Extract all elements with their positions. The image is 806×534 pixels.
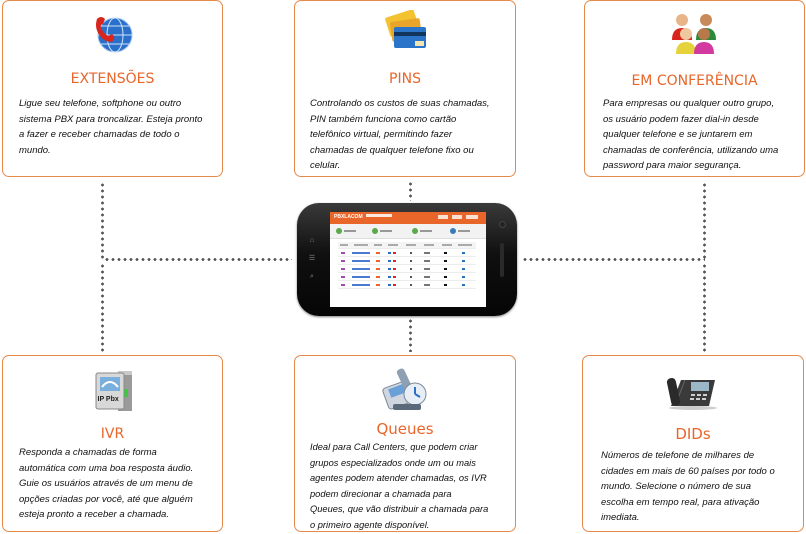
desc-line: cidades em mais de 60 países por todo o [601, 465, 775, 477]
screen-menu-item [452, 215, 462, 219]
screen-header: PBXLACOM [330, 212, 486, 224]
screen-tab-icon [450, 228, 456, 234]
home-button-icon: ⌂ [309, 237, 315, 244]
card-description: Ideal para Call Centers, que podem criar… [310, 440, 507, 533]
card-pins: PINS Controlando os custos de suas chama… [294, 0, 516, 177]
desc-line: esteja pronto a receber a chamada. [19, 509, 169, 520]
screen-table-row [338, 258, 476, 265]
desc-line: PIN também funciona como cartão [310, 113, 457, 125]
desc-line: Ligue seu telefone, softphone ou outro [19, 98, 182, 109]
card-description: Para empresas ou qualquer outro grupo, o… [603, 96, 795, 174]
screen-tabs [330, 224, 486, 239]
screen-logo: PBXLACOM [334, 214, 363, 220]
card-conferencia: EM CONFERÊNCIA Para empresas ou qualquer… [584, 0, 805, 177]
connector-top-left [101, 182, 104, 259]
screen-tab-label [380, 230, 392, 232]
connector-right [522, 258, 705, 261]
phone-screen: PBXLACOM [330, 212, 486, 307]
desc-line: sistema PBX para troncalizar. Esteja pro… [19, 113, 203, 125]
desk-phone-icon [665, 366, 721, 412]
card-description: Números de telefone de milhares de cidad… [601, 448, 793, 526]
desc-line: imediata. [601, 512, 640, 523]
connector-top-center [409, 181, 412, 201]
desc-line: Números de telefone de milhares de [601, 450, 755, 461]
camera-icon [499, 221, 506, 228]
card-description: Ligue seu telefone, softphone ou outro s… [19, 96, 210, 158]
card-description: Responda a chamadas de forma automática … [19, 445, 210, 523]
card-title: Queues [376, 420, 434, 438]
desc-line: Queues, que vão distribuir a chamada par… [310, 504, 489, 514]
smartphone-icon: ⌂ ☰ ⌕ PBXLACOM [297, 203, 517, 316]
menu-button-icon: ☰ [308, 255, 316, 262]
desc-line: escolha em tempo real, para ativação [601, 496, 760, 508]
screen-tab-label [344, 230, 356, 232]
card-dids: DIDs Números de telefone de milhares de … [582, 355, 804, 532]
call-center-phone-icon [381, 364, 429, 414]
desc-line: chamadas de qualquer telefone fixo ou [310, 144, 474, 156]
desc-line: mundo. Selecione o número de sua [601, 481, 751, 492]
desc-line: automática com uma boa resposta áudio. [19, 462, 194, 474]
screen-table-row [338, 274, 476, 281]
connector-bottom-right [703, 263, 706, 353]
desc-line: mundo. [19, 144, 51, 156]
screen-menu-item [438, 215, 448, 219]
desc-line: Responda a chamadas de forma [19, 447, 157, 458]
desc-line: Para empresas ou qualquer outro grupo, [603, 98, 775, 109]
card-extensoes: EXTENSÕES Ligue seu telefone, softphone … [2, 0, 223, 177]
screen-tab-label [458, 230, 470, 232]
people-group-icon [668, 10, 722, 56]
card-description: Controlando os custos de suas chamadas, … [310, 96, 505, 174]
screen-table-header [338, 242, 476, 249]
speaker-icon [500, 243, 504, 277]
connector-left [104, 258, 292, 261]
screen-tab-label [420, 230, 432, 232]
screen-menu-item [466, 215, 478, 219]
screen-table-row [338, 266, 476, 273]
desc-line: os usuário podem fazer dial-in desde [603, 113, 759, 125]
desc-line: a fazer e receber chamadas de todo o [19, 129, 180, 140]
desc-line: agentes podem atender chamadas, os IVR [310, 473, 487, 483]
screen-tab-icon [412, 228, 418, 234]
desc-line: qualquer telefone e se juntarem em [603, 129, 753, 140]
desc-line: telefônico virtual, permitindo fazer [310, 129, 453, 140]
desc-line: chamadas de conferência, utilizando uma [603, 144, 779, 156]
desc-line: password para maior segurança. [603, 160, 742, 171]
screen-tab-icon [336, 228, 342, 234]
desc-line: grupos especializados onde um ou mais [310, 457, 476, 468]
screen-table-row [338, 250, 476, 257]
screen-header-bar [366, 214, 392, 217]
desc-line: Controlando os custos de suas chamadas, [310, 98, 490, 109]
desc-line: celular. [310, 160, 341, 171]
screen-table-row [338, 282, 476, 289]
search-button-icon: ⌕ [310, 273, 314, 280]
credit-cards-icon [381, 9, 429, 54]
ip-pbx-server-icon: IP Pbx [88, 365, 138, 415]
desc-line: Ideal para Call Centers, que podem criar [310, 442, 478, 452]
card-queues: Queues Ideal para Call Centers, que pode… [294, 355, 516, 532]
connector-bottom-center [409, 318, 412, 352]
card-title: EM CONFERÊNCIA [631, 73, 758, 89]
phone-globe-icon [91, 11, 135, 55]
desc-line: podem direcionar a chamada para [310, 488, 452, 499]
connector-top-right [703, 182, 706, 259]
desc-line: o primeiro agente disponível. [310, 519, 430, 530]
card-title: DIDs [675, 425, 711, 443]
card-ivr: IP Pbx IVR Responda a chamadas de forma … [2, 355, 223, 532]
card-title: EXTENSÕES [70, 71, 155, 87]
desc-line: Guie os usuários através de um menu de [19, 478, 193, 489]
connector-bottom-left [101, 263, 104, 353]
card-title: PINS [389, 71, 421, 87]
ip-pbx-label: IP Pbx [97, 396, 119, 403]
card-title: IVR [100, 426, 125, 442]
screen-tab-icon [372, 228, 378, 234]
desc-line: opções criadas por você, até que alguém [19, 493, 193, 505]
